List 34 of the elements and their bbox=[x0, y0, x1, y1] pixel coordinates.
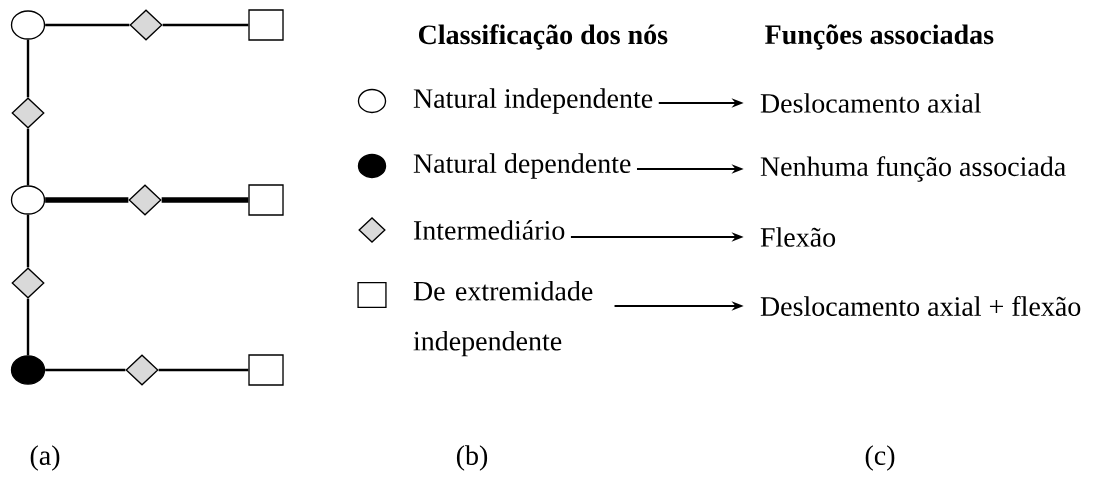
panel-label: (a) bbox=[30, 445, 60, 471]
connector-line bbox=[158, 368, 249, 372]
column-heading: Funções associadas bbox=[765, 24, 994, 50]
diamond-node bbox=[125, 354, 159, 386]
classification-text: Natural dependente bbox=[413, 153, 631, 179]
diamond-node bbox=[11, 97, 45, 129]
function-text: Nenhuma função associada bbox=[760, 156, 1066, 182]
diamond-node bbox=[128, 184, 162, 216]
connector-line bbox=[26, 214, 30, 268]
classification-text: Intermediário bbox=[413, 220, 565, 240]
function-text: Flexão bbox=[760, 227, 836, 247]
square-node bbox=[248, 184, 284, 216]
square-node bbox=[248, 354, 284, 386]
circle-node bbox=[10, 185, 46, 215]
classification-text: Natural independente bbox=[413, 88, 653, 114]
connector-line bbox=[26, 39, 30, 98]
panel-label: (c) bbox=[865, 445, 895, 471]
connector-line bbox=[161, 197, 249, 203]
connector-line bbox=[26, 298, 30, 356]
classification-text: De extremidade independente bbox=[413, 280, 593, 357]
filled-circle-node bbox=[10, 355, 46, 385]
connector-line bbox=[45, 23, 130, 27]
connector-line bbox=[45, 197, 129, 203]
column-heading: Classificação dos nós bbox=[418, 24, 668, 50]
diamond-node bbox=[11, 267, 45, 299]
diamond-node bbox=[129, 9, 163, 41]
connector-line bbox=[162, 23, 249, 27]
square-node bbox=[248, 9, 284, 41]
function-text: Deslocamento axial bbox=[760, 93, 981, 113]
connector-line bbox=[45, 368, 126, 372]
panel-label: (b) bbox=[456, 445, 488, 471]
connector-line bbox=[26, 128, 30, 186]
circle-node bbox=[10, 10, 46, 40]
function-text: Deslocamento axial + flexão bbox=[760, 296, 1081, 316]
